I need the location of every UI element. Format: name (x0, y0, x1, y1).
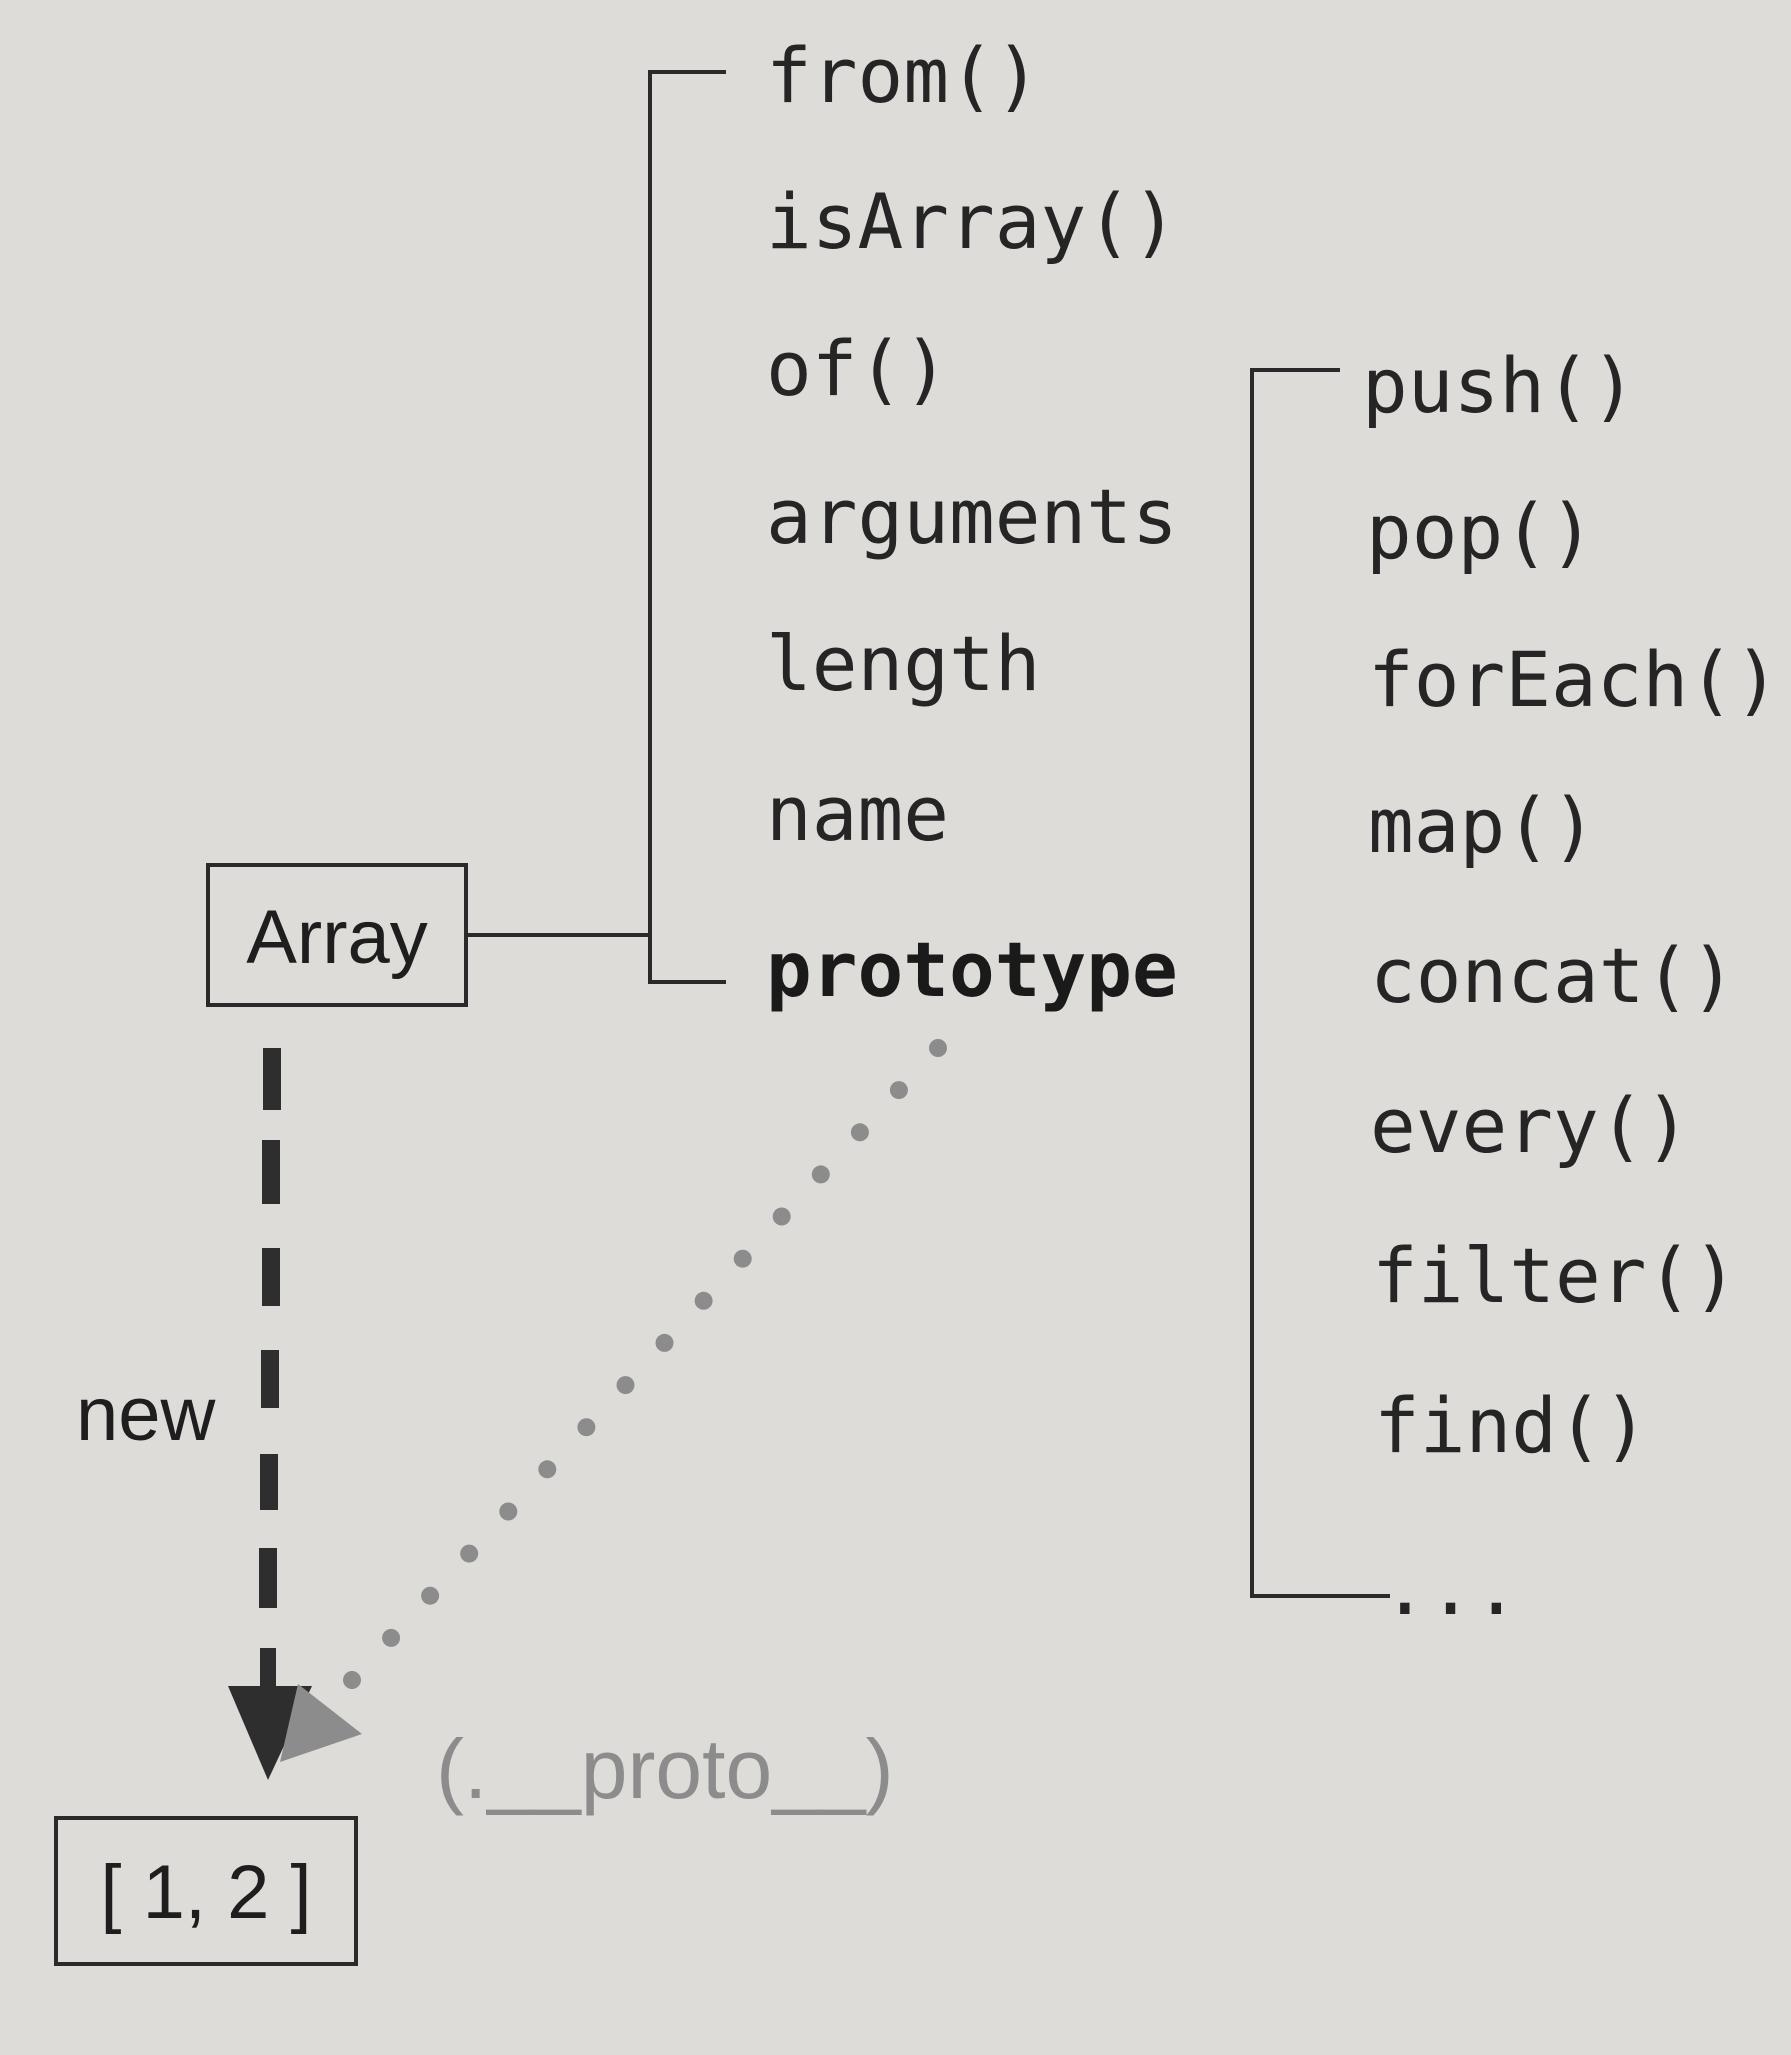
proto-link-dot (421, 1586, 440, 1605)
static-member: name (766, 769, 949, 858)
prototype-method: ... (1382, 1543, 1519, 1632)
prototype-member: prototype (766, 925, 1178, 1014)
proto-link-dot (499, 1502, 518, 1521)
prototype-method: forEach() (1368, 635, 1780, 724)
proto-link-dot (811, 1165, 830, 1184)
static-member: arguments (766, 472, 1178, 561)
prototype-method: filter() (1372, 1231, 1738, 1320)
prototype-methods-bracket (1250, 368, 1390, 1598)
proto-link-dot (850, 1123, 869, 1142)
proto-link-dot (616, 1376, 635, 1395)
new-arrow (228, 1048, 312, 1780)
new-arrowhead (228, 1686, 312, 1780)
static-member: length (766, 619, 1041, 708)
static-member: from() (766, 31, 1041, 120)
proto-link-dot (694, 1291, 713, 1310)
proto-link-dot (538, 1460, 557, 1479)
instance-label: [ 1, 2 ] (100, 1850, 311, 1935)
proto-link-dot (655, 1333, 674, 1352)
proto-link-dot (929, 1039, 947, 1057)
proto-arrowhead (280, 1684, 362, 1762)
proto-link-dot (889, 1081, 908, 1100)
proto-link-dot (733, 1249, 752, 1268)
prototype-method: push() (1362, 341, 1637, 430)
static-member: of() (766, 324, 949, 413)
instance-node: [ 1, 2 ] (54, 1816, 358, 1966)
prototype-method: map() (1368, 781, 1597, 870)
proto-dotted-link (343, 1039, 947, 1689)
proto-link-dot (343, 1671, 361, 1689)
proto-link-dot (772, 1207, 791, 1226)
prototype-method: find() (1374, 1381, 1649, 1470)
prototype-methods-list: push() pop() forEach() map() concat() ev… (1362, 341, 1780, 1632)
prototype-method: pop() (1366, 487, 1595, 576)
prototype-method: concat() (1370, 931, 1736, 1020)
new-label: new (76, 1372, 217, 1457)
static-member: isArray() (766, 177, 1178, 266)
static-members-bracket (648, 70, 726, 984)
proto-link-label: (.__proto__) (436, 1722, 894, 1816)
prototype-method: every() (1370, 1081, 1690, 1170)
array-constructor-label: Array (246, 895, 428, 980)
static-members-list: from() isArray() of() arguments length n… (766, 31, 1178, 1014)
proto-link-dot (382, 1628, 401, 1647)
proto-link-dot (577, 1418, 596, 1437)
array-constructor-node: Array (206, 863, 468, 1007)
proto-link-dot (460, 1544, 479, 1563)
